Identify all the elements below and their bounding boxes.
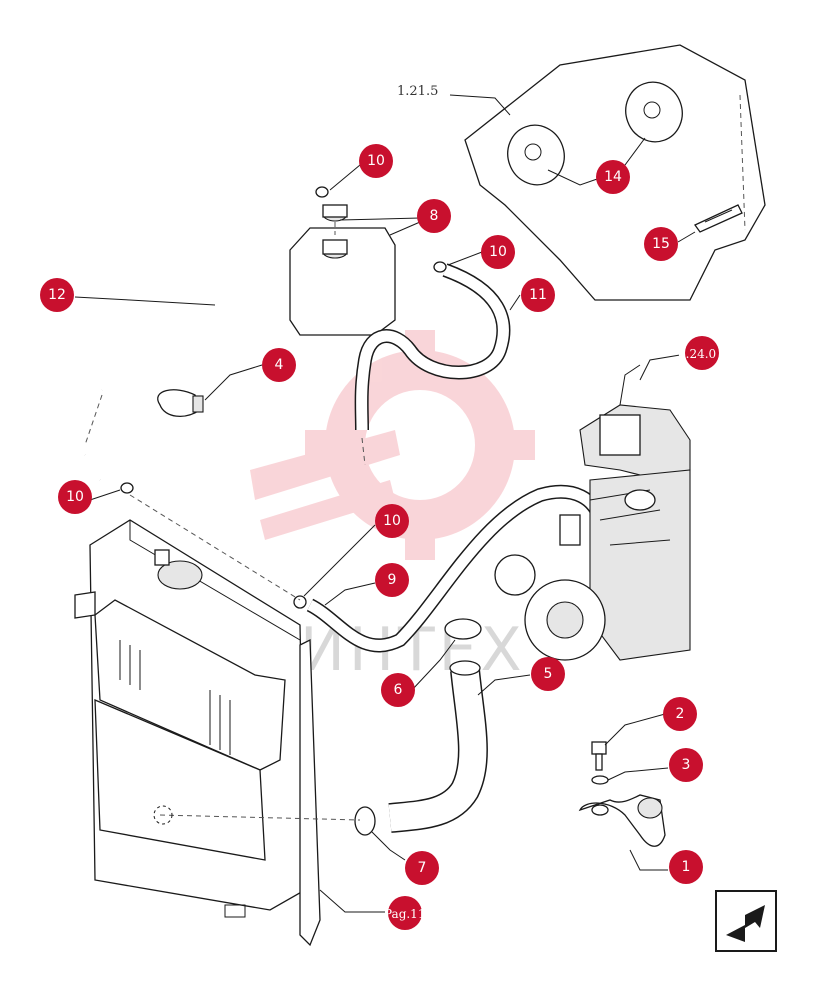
callout-4[interactable]: 4: [262, 348, 296, 382]
strap-4: [157, 389, 204, 417]
callout-10a[interactable]: 10: [359, 144, 393, 178]
svg-text:8: 8: [430, 208, 439, 224]
callout-5[interactable]: 5: [531, 657, 565, 691]
hose-11: [354, 263, 511, 466]
seal-14a: [507, 124, 565, 186]
svg-text:3: 3: [682, 757, 691, 773]
seal-14b: [625, 81, 683, 143]
callout-3[interactable]: 3: [669, 748, 703, 782]
hood-panel: [449, 44, 766, 301]
ref-bottom-badge[interactable]: Pag.11: [384, 896, 425, 930]
svg-text:10: 10: [367, 153, 385, 169]
svg-text:10: 10: [489, 244, 507, 260]
svg-text:2: 2: [676, 706, 685, 722]
callout-6[interactable]: 6: [381, 673, 415, 707]
callout-10c[interactable]: 10: [375, 504, 409, 538]
callout-15[interactable]: 15: [644, 227, 678, 261]
engine: [494, 354, 691, 661]
callout-7[interactable]: 7: [405, 851, 439, 885]
svg-text:12: 12: [48, 287, 66, 303]
ref-engine-badge[interactable]: 0.24.0: [678, 336, 719, 370]
callout-14[interactable]: 14: [596, 160, 630, 194]
callout-9[interactable]: 9: [375, 563, 409, 597]
callout-8[interactable]: 8: [417, 199, 451, 233]
next-page-arrow-icon[interactable]: [715, 890, 777, 952]
hose-9: [306, 484, 607, 653]
svg-text:14: 14: [604, 169, 622, 185]
svg-text:4: 4: [275, 357, 284, 373]
svg-text:10: 10: [383, 513, 401, 529]
label-plate-15: [694, 204, 743, 233]
bracket-1: [578, 794, 666, 847]
svg-text:7: 7: [418, 860, 427, 876]
expansion-tank: [289, 204, 396, 336]
callout-11[interactable]: 11: [521, 278, 555, 312]
svg-text:6: 6: [394, 682, 403, 698]
washer-3: [591, 775, 609, 785]
clamp-7: [354, 806, 376, 836]
svg-text:11: 11: [529, 287, 547, 303]
callout-10d[interactable]: 10: [58, 480, 92, 514]
svg-text:1: 1: [682, 859, 691, 875]
hose-12: [82, 177, 316, 483]
svg-text:0.24.0: 0.24.0: [678, 347, 716, 361]
callout-1[interactable]: 1: [669, 850, 703, 884]
hose-clamp-10a: [315, 186, 329, 198]
svg-text:Pag.11: Pag.11: [384, 907, 425, 921]
clamp-6: [444, 618, 482, 640]
callout-2[interactable]: 2: [663, 697, 697, 731]
svg-text:5: 5: [544, 666, 553, 682]
svg-text:15: 15: [652, 236, 670, 252]
bolt-2: [591, 741, 607, 771]
ref-top[interactable]: 1.21.5: [397, 84, 438, 99]
hose-clamp-10d: [120, 482, 134, 494]
hose-clamp-10b: [433, 261, 447, 273]
svg-text:10: 10: [66, 489, 84, 505]
hose-clamp-10c: [293, 595, 307, 609]
svg-text:9: 9: [388, 572, 397, 588]
callout-12[interactable]: 12: [40, 278, 74, 312]
callout-10b[interactable]: 10: [481, 235, 515, 269]
radiator: [74, 494, 361, 947]
hose-5: [388, 660, 488, 833]
